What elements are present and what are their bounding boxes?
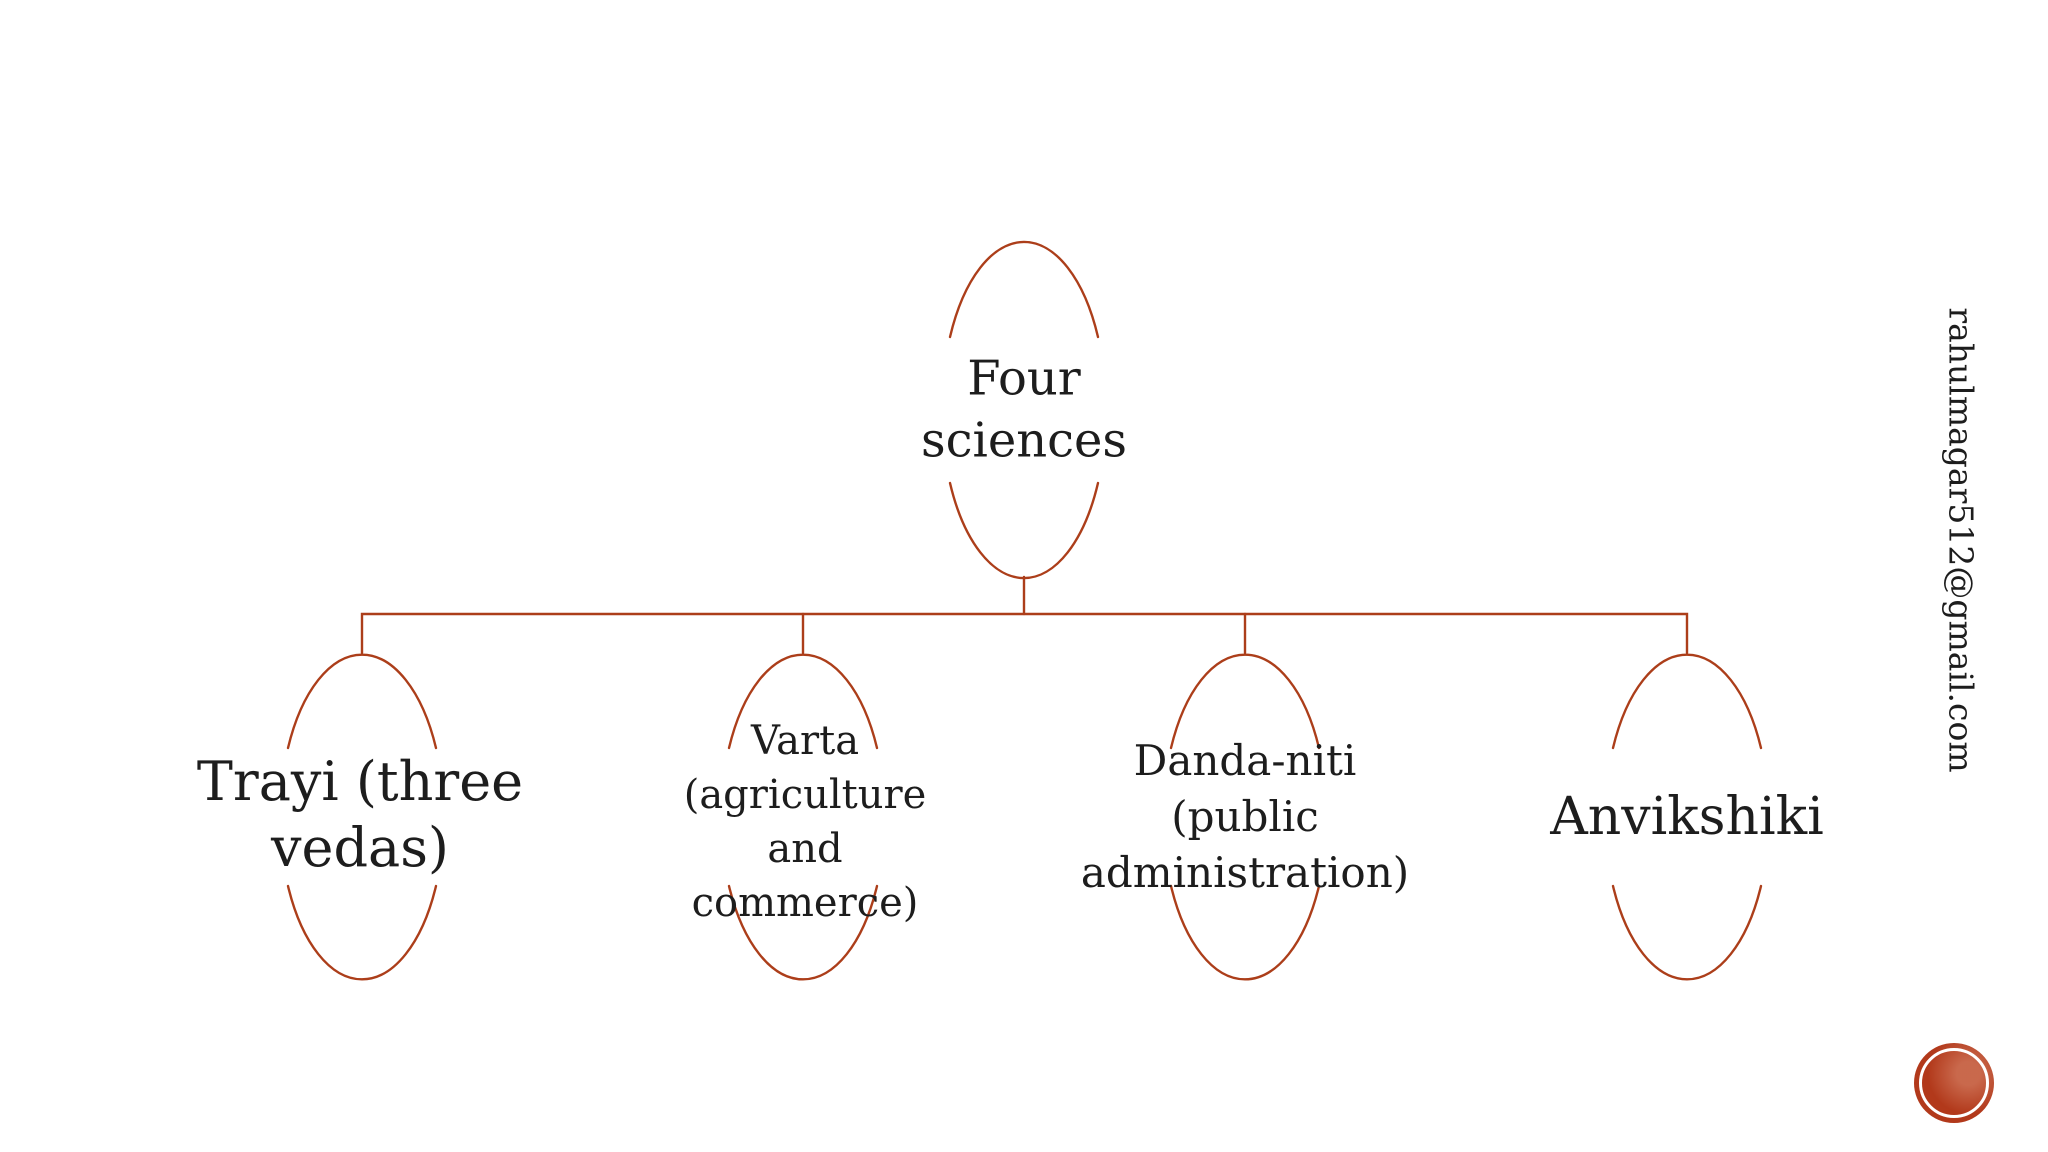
danda-ellipse-top-arc [1169,653,1321,750]
trayi-ellipse-top-arc [286,653,438,750]
stamp-circle [1914,1043,1994,1123]
root-ellipse-bottom-arc [948,481,1100,580]
root-ellipse-top-arc [948,240,1100,339]
connector-rail [360,612,1689,655]
varta-ellipse-bottom-arc [727,884,879,981]
node-varta: Varta (agriculture and commerce) [683,718,927,926]
node-anvikshiki: Anvikshiki [1550,786,1824,847]
node-danda-niti: Danda-niti (public administration) [1080,736,1410,897]
node-four-sciences: Four sciences [920,350,1128,469]
danda-ellipse-bottom-arc [1169,884,1321,981]
stamp-inner-ring-icon [1919,1048,1989,1118]
trayi-ellipse-bottom-arc [286,884,438,981]
node-trayi: Trayi (three vedas) [196,750,524,879]
email-watermark: rahulmagar512@gmail.com [1941,307,1981,773]
anvikshiki-ellipse-bottom-arc [1611,884,1763,981]
anvikshiki-ellipse-top-arc [1611,653,1763,750]
varta-ellipse-top-arc [727,653,879,750]
